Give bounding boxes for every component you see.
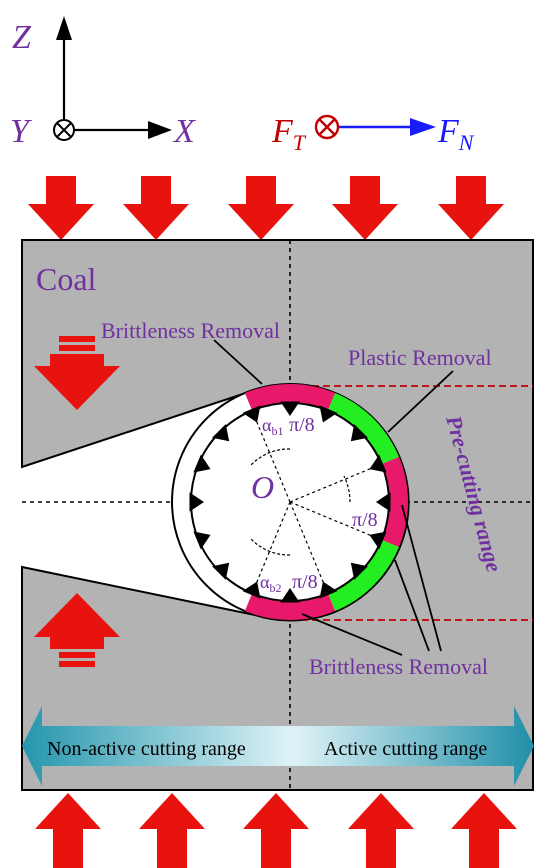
- force-legend: FT FN: [271, 113, 475, 155]
- load-arrow-down: [332, 176, 398, 240]
- load-arrow-up: [35, 793, 101, 868]
- x-axis-label: X: [172, 113, 196, 150]
- load-arrow-down: [28, 176, 94, 240]
- y-axis-label: Y: [10, 113, 32, 150]
- load-arrow-down: [228, 176, 294, 240]
- top-load-arrows: [28, 176, 504, 240]
- active-range-label: Active cutting range: [324, 738, 487, 760]
- cutter-tooth: [376, 492, 391, 512]
- ft-subscript: T: [293, 130, 307, 155]
- cutter-tooth: [242, 581, 261, 599]
- load-arrow-up: [139, 793, 205, 868]
- force-arrow-down: [34, 354, 120, 410]
- fn-label: F: [437, 113, 460, 150]
- alpha-b2-value: π/8: [292, 571, 318, 593]
- z-axis-label: Z: [12, 19, 32, 56]
- side-force-indicators: [34, 336, 120, 667]
- brittle-zone-bottom: [244, 593, 336, 620]
- load-arrow-up: [451, 793, 517, 868]
- svg-text:αb1: αb1: [262, 415, 283, 438]
- coal-label: Coal: [36, 261, 97, 297]
- alpha-b1-subscript: b1: [271, 424, 283, 438]
- svg-text:αb2: αb2: [260, 572, 281, 595]
- cutter-tooth: [189, 492, 204, 512]
- cutter-tooth: [193, 454, 211, 473]
- brittle-zone-right: [381, 456, 408, 548]
- angle-arc-right: [343, 475, 351, 503]
- cutter-tooth: [280, 588, 300, 603]
- cutter-tooth: [212, 424, 230, 442]
- angle-ray: [289, 501, 382, 541]
- load-arrow-down: [123, 176, 189, 240]
- angle-ray: [289, 501, 329, 594]
- angle-ray: [251, 410, 291, 503]
- plastic-zone-upper: [327, 392, 400, 465]
- alpha-b2-symbol: α: [260, 572, 270, 592]
- alpha-b2-subscript: b2: [269, 581, 281, 595]
- cutter-tooth: [350, 562, 368, 580]
- cutting-drum: [171, 383, 409, 621]
- brittle-zone-top: [244, 384, 336, 411]
- alpha-b1-value: π/8: [289, 414, 315, 436]
- non-active-range-label: Non-active cutting range: [47, 738, 246, 760]
- alpha-b1-symbol: α: [262, 415, 272, 435]
- force-arrow-up: [34, 593, 120, 649]
- angle-ray: [289, 463, 382, 503]
- cutter-tooth: [319, 581, 338, 599]
- load-arrow-up: [348, 793, 414, 868]
- right-angle-label: π/8: [352, 509, 378, 531]
- pre-cutting-boundaries: [290, 385, 533, 621]
- angle-ray: [251, 501, 291, 594]
- cutter-tooth: [280, 401, 300, 416]
- brittleness-removal-top-label: Brittleness Removal: [101, 318, 280, 343]
- cutter-tooth: [369, 454, 387, 473]
- cutting-range-arrow: [22, 706, 534, 786]
- load-arrow-down: [438, 176, 504, 240]
- coordinate-axes: Z X Y: [10, 16, 196, 150]
- svg-text:FT: FT: [271, 113, 307, 155]
- brittleness-removal-bottom-label: Brittleness Removal: [309, 654, 488, 679]
- bottom-load-arrows: [35, 793, 517, 868]
- ft-label: F: [271, 113, 294, 150]
- cutter-tooth: [319, 405, 338, 423]
- angle-arc-bottom: [250, 538, 291, 556]
- leader-lines: [213, 339, 454, 656]
- cutter-tooth: [193, 531, 211, 550]
- plastic-zone-lower: [327, 539, 400, 612]
- load-arrow-up: [243, 793, 309, 868]
- plastic-removal-label: Plastic Removal: [348, 345, 492, 370]
- cutter-tooth: [350, 424, 368, 442]
- cutter-tooth: [242, 405, 261, 423]
- cutter-tooth: [369, 531, 387, 550]
- fn-subscript: N: [458, 130, 475, 155]
- center-label: O: [251, 469, 274, 505]
- svg-text:FN: FN: [437, 113, 475, 155]
- cutter-tooth: [212, 562, 230, 580]
- angle-arc-top: [250, 448, 291, 466]
